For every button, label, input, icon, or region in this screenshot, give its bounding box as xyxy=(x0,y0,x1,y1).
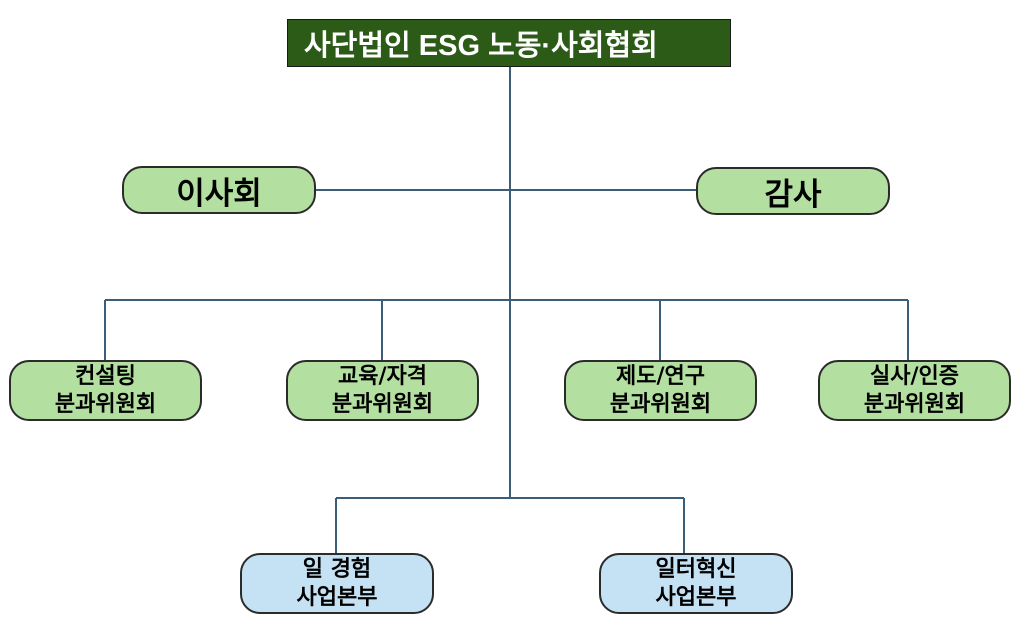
audit-box: 감사 xyxy=(696,167,890,215)
committee-box-certification: 실사/인증 분과위원회 xyxy=(818,360,1011,421)
committee-name: 컨설팅 xyxy=(75,363,136,389)
committee-type: 분과위원회 xyxy=(863,391,966,417)
division-box-workplace-innovation: 일터혁신 사업본부 xyxy=(599,553,793,614)
committee-type: 분과위원회 xyxy=(331,391,434,417)
committee-type: 분과위원회 xyxy=(54,391,157,417)
committee-box-research: 제도/연구 분과위원회 xyxy=(564,360,757,421)
organization-title: 사단법인 ESG 노동·사회협회 xyxy=(287,19,731,67)
committee-name: 제도/연구 xyxy=(616,363,705,389)
division-type: 사업본부 xyxy=(655,584,737,610)
committee-box-consulting: 컨설팅 분과위원회 xyxy=(9,360,202,421)
committee-box-education: 교육/자격 분과위원회 xyxy=(286,360,479,421)
board-box: 이사회 xyxy=(122,166,316,214)
committee-name: 교육/자격 xyxy=(338,363,427,389)
organization-title-text: 사단법인 ESG 노동·사회협회 xyxy=(304,30,658,62)
division-box-work-experience: 일 경험 사업본부 xyxy=(240,553,434,614)
committee-name: 실사/인증 xyxy=(870,363,959,389)
board-label: 이사회 xyxy=(176,175,262,212)
audit-label: 감사 xyxy=(764,176,822,213)
division-type: 사업본부 xyxy=(296,584,378,610)
division-name: 일터혁신 xyxy=(655,556,737,582)
division-name: 일 경험 xyxy=(302,556,372,582)
committee-type: 분과위원회 xyxy=(609,391,712,417)
